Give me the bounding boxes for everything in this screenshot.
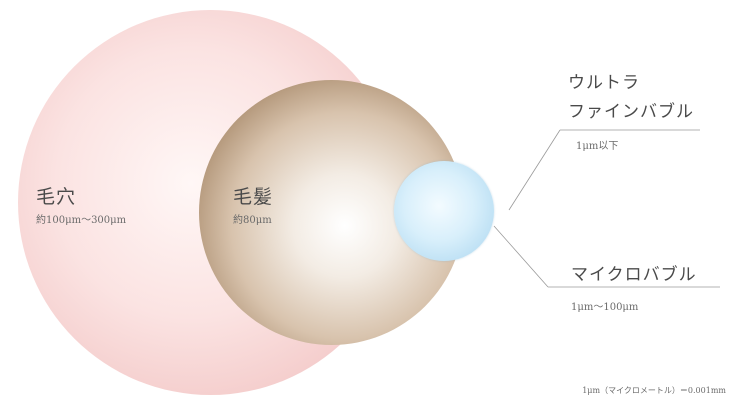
unit-footnote: 1μm（マイクロメートル）＝0.001mm [582, 385, 726, 396]
ultra-fine-bubble-size: 1μm以下 [576, 137, 618, 152]
micro-leader-line [494, 226, 548, 287]
micro-bubble-label: マイクロバブル [571, 260, 697, 285]
ultra-fine-leader-line [509, 130, 560, 210]
hair-size: 約80μm [233, 211, 272, 226]
ultra-fine-bubble-label-line2: ファインバブル [568, 97, 694, 122]
pore-label: 毛穴 [36, 182, 76, 209]
micro-bubble-size: 1μm〜100μm [571, 298, 638, 313]
pore-size: 約100μm〜300μm [36, 211, 126, 226]
ultra-fine-bubble-label-line1: ウルトラ [568, 68, 640, 93]
hair-label: 毛髪 [233, 182, 273, 209]
